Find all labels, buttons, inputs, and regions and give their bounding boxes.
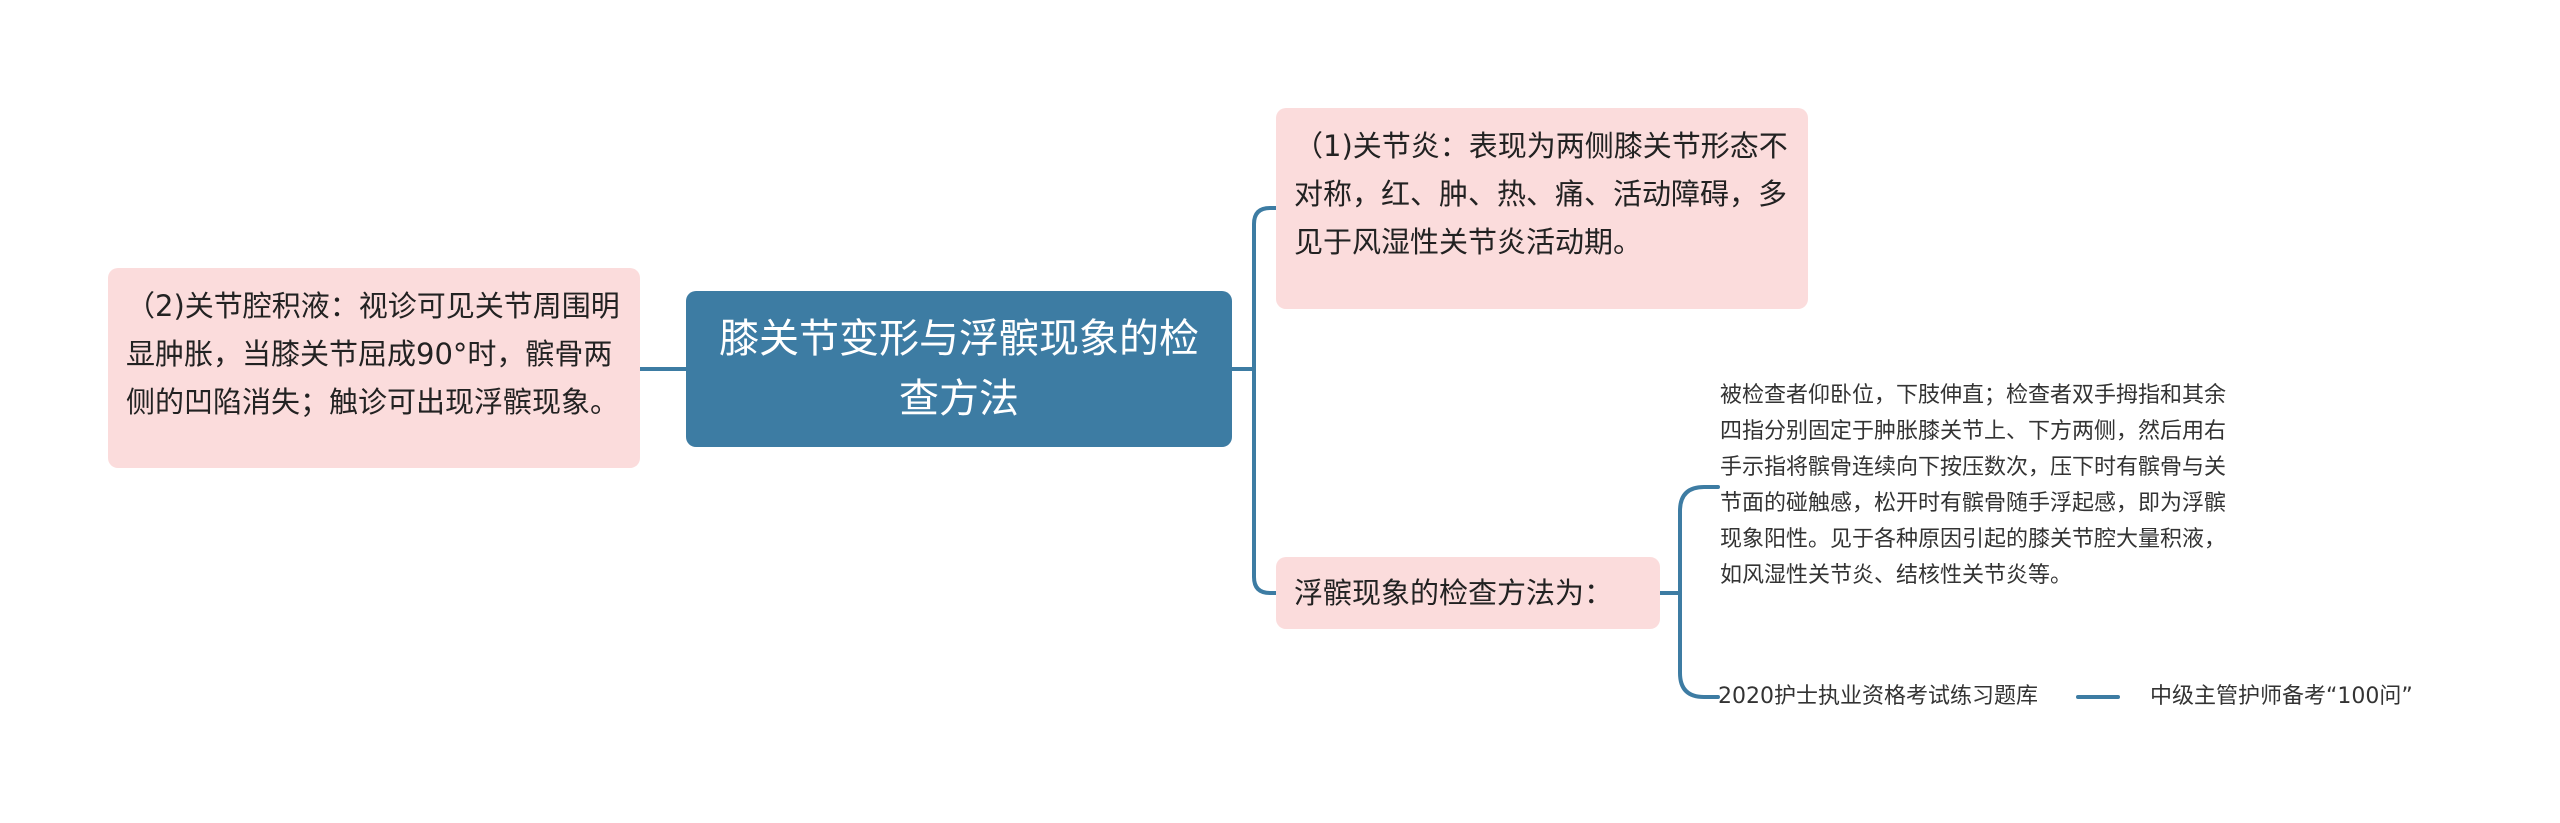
- root-node[interactable]: 膝关节变形与浮髌现象的检查方法: [686, 291, 1232, 447]
- arthritis-node-text: （1)关节炎：表现为两侧膝关节形态不对称，红、肿、热、痛、活动障碍，多见于风湿性…: [1294, 129, 1788, 259]
- related-topic-label[interactable]: 中级主管护师备考“100问”: [2150, 684, 2413, 709]
- method-node[interactable]: 浮髌现象的检查方法为：: [1276, 557, 1660, 629]
- method-description: 被检查者仰卧位，下肢伸直；检查者双手拇指和其余四指分别固定于肿胀膝关节上、下方两…: [1720, 383, 2227, 588]
- exam-bank-label[interactable]: 2020护士执业资格考试练习题库: [1718, 684, 2038, 709]
- left-node[interactable]: （2)关节腔积液：视诊可见关节周围明显肿胀，当膝关节屈成90°时，髌骨两侧的凹陷…: [108, 268, 640, 468]
- method-node-label: 浮髌现象的检查方法为：: [1294, 576, 1614, 610]
- arthritis-node[interactable]: （1)关节炎：表现为两侧膝关节形态不对称，红、肿、热、痛、活动障碍，多见于风湿性…: [1276, 108, 1808, 309]
- connector-right-branch: [1252, 206, 1278, 595]
- root-title: 膝关节变形与浮髌现象的检查方法: [719, 316, 1199, 422]
- connector-method-branch: [1678, 485, 1720, 699]
- left-node-text: （2)关节腔积液：视诊可见关节周围明显肿胀，当膝关节屈成90°时，髌骨两侧的凹陷…: [126, 289, 620, 419]
